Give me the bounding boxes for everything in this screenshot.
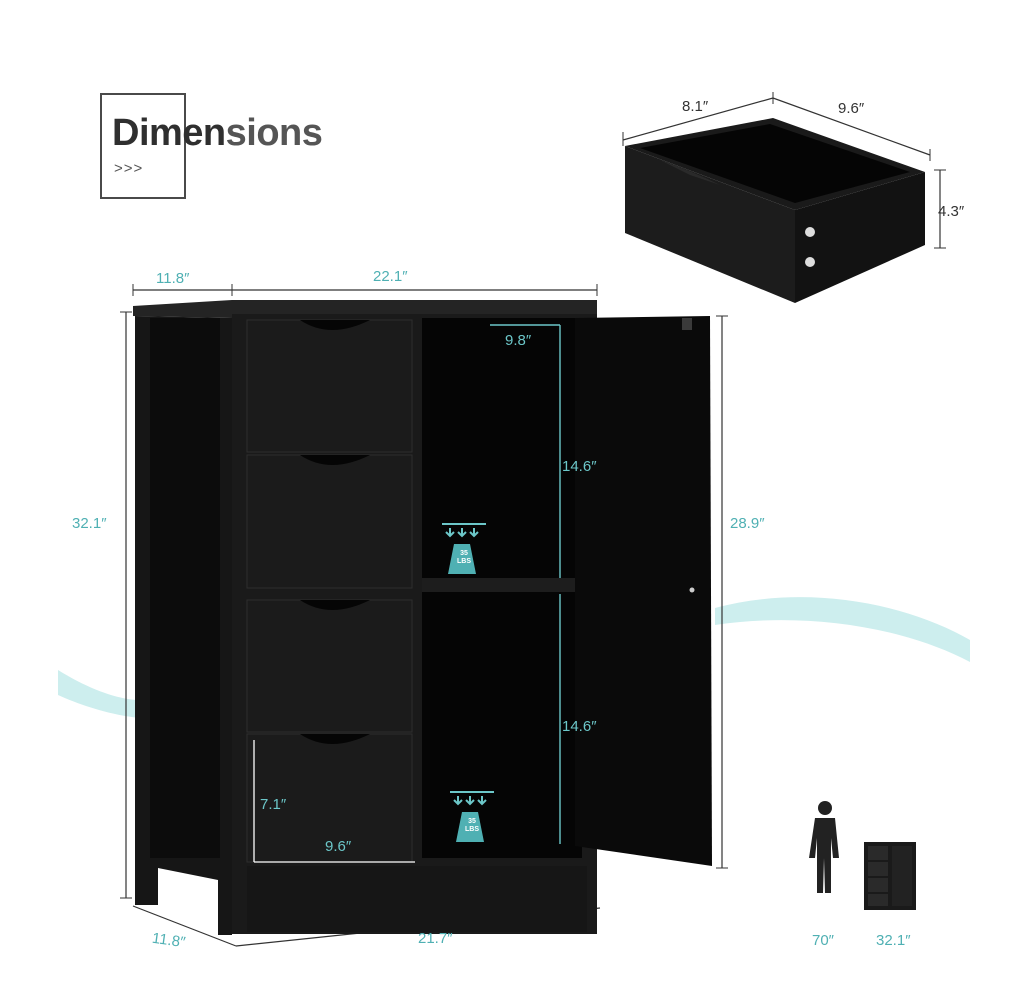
drawer-depth-label: 8.1″ [682,98,709,115]
drawer-height-label: 4.3″ [938,203,965,220]
title-frame [100,93,186,199]
bottom-width-label: 21.7″ [418,930,453,947]
load-upper-label: 35 LBS [457,550,471,565]
page-title: Dimensions [112,112,323,154]
top-depth-label: 11.8″ [156,270,190,287]
top-width-label: 22.1″ [373,268,408,285]
shelf-depth-label: 9.8″ [505,332,532,349]
lower-shelf-height-label: 14.6″ [562,718,597,735]
drawer-height-label-main: 7.1″ [260,796,287,813]
total-height-label: 32.1″ [72,515,107,532]
upper-shelf-height-label: 14.6″ [562,458,597,475]
drawer-width-label: 9.6″ [838,100,865,117]
load-lower-label: 35 LBS [465,818,479,833]
person-silhouette-icon [809,801,839,893]
inner-height-label: 28.9″ [730,515,765,532]
mini-cabinet-icon [864,842,916,910]
title-arrows: >>> [114,160,144,177]
drawer-width-label-main: 9.6″ [325,838,352,855]
weight-icon-lower [450,791,494,842]
weight-icon-upper [442,523,486,574]
person-height-label: 70″ [812,932,834,949]
mini-cabinet-height-label: 32.1″ [876,932,911,949]
